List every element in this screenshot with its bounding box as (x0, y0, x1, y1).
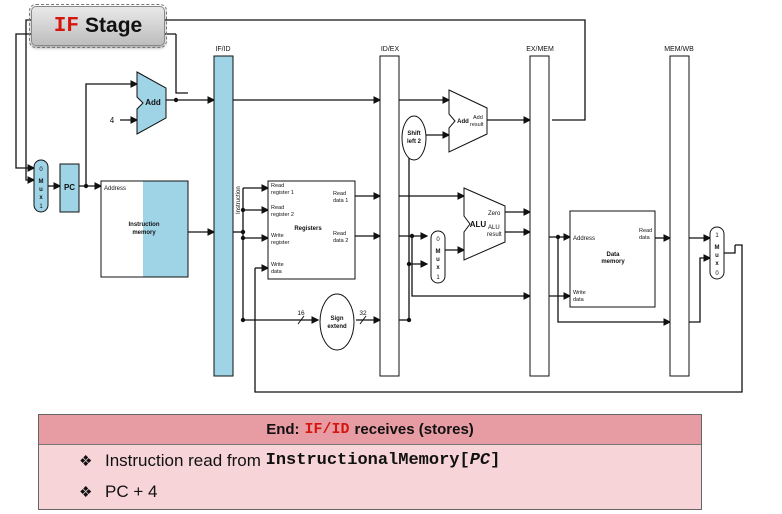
stage-word: Stage (85, 14, 143, 37)
alu-zero-label: Zero (488, 211, 501, 217)
data-memory-write-data-2: data (573, 297, 585, 303)
alu-mux-zero: 0 (436, 237, 440, 243)
bullet-pc-plus-4-text: PC + 4 (105, 481, 158, 501)
shift-left-2-unit (401, 115, 427, 161)
alu-result-label-1: ALU (488, 225, 500, 231)
alu (463, 187, 506, 261)
branch-adder (448, 89, 488, 153)
pc-mux (33, 159, 49, 213)
branch-adder-output-1: Add (473, 115, 483, 121)
instruction-memory-highlight (143, 181, 188, 277)
write-data-line2: data (271, 269, 283, 275)
bullet-instruction-var: PC (469, 451, 491, 470)
alu-label: ALU (470, 220, 487, 229)
pc-register (59, 163, 80, 213)
info-box: End: IF/ID receives (stores) ❖ Instructi… (38, 414, 702, 510)
alu-mux-letter-m: M (436, 249, 441, 255)
read-data-2-line1: Read (333, 231, 346, 237)
read-register-1-line2: register 1 (271, 190, 294, 196)
ex-mem-label: EX/MEM (526, 46, 554, 53)
alu-result-label-2: result (487, 232, 502, 238)
data-memory-label-1: Data (606, 252, 620, 258)
alu-mux-one: 1 (436, 275, 440, 281)
data-memory-read-data-1: Read (639, 228, 652, 234)
shift-left-2-label-1: Shift (407, 131, 420, 137)
data-memory-label-2: memory (601, 259, 625, 265)
read-data-2-line2: data 2 (333, 238, 348, 244)
sign-extend-unit (319, 293, 355, 351)
sign-extend-label-1: Sign (331, 316, 344, 322)
pc-adder (136, 71, 167, 135)
alu-mux-letter-u: u (436, 257, 440, 263)
mem-wb-label: MEM/WB (664, 46, 694, 53)
stage-code: IF (53, 14, 80, 38)
pipeline-datapath-diagram: IF/ID ID/EX EX/MEM MEM/WB 0 M u x 1 PC A… (15, 19, 743, 393)
read-data-1-line1: Read (333, 191, 346, 197)
register-file (267, 180, 356, 280)
bullet-instruction-close: ] (490, 451, 501, 470)
if-id-label: IF/ID (215, 46, 230, 53)
bits-16-label: 16 (297, 310, 305, 317)
stage-badge: IF Stage (29, 4, 167, 48)
write-register-line1: Write (271, 233, 284, 239)
wb-mux-zero-bottom: 0 (715, 271, 719, 277)
alu-mux (430, 230, 446, 284)
shift-left-2-label-2: left 2 (407, 139, 422, 145)
pc-mux-letter-m: M (39, 179, 44, 185)
constant-four: 4 (110, 116, 115, 125)
bits-32-label: 32 (359, 310, 367, 317)
instruction-memory-address: Address (104, 186, 126, 192)
read-register-2-line1: Read (271, 205, 284, 211)
pc-mux-zero: 0 (39, 167, 43, 173)
diamond-bullet-icon: ❖ (79, 452, 93, 470)
ex-mem-register (529, 55, 550, 377)
id-ex-register (379, 55, 400, 377)
info-header-code: IF/ID (304, 421, 350, 438)
bullet-instruction-code: InstructionalMemory[ (265, 451, 470, 470)
instruction-memory-label-2: memory (132, 230, 156, 236)
instruction-memory-label-1: Instruction (129, 222, 160, 228)
info-bullet-pc-plus-4: ❖ PC + 4 (39, 476, 701, 507)
write-register-line2: register (271, 240, 290, 246)
data-memory-address: Address (573, 236, 595, 242)
read-data-1-line2: data 1 (333, 198, 348, 204)
read-register-2-line2: register 2 (271, 212, 294, 218)
info-header-suffix: receives (stores) (354, 421, 474, 438)
wb-mux-letter-m: M (715, 245, 720, 251)
pc-label: PC (64, 183, 75, 192)
registers-label: Registers (294, 226, 322, 232)
data-memory-read-data-2: data (639, 235, 651, 241)
info-bullet-instruction: ❖ Instruction read from InstructionalMem… (39, 445, 701, 476)
bullet-instruction-text: Instruction read from (105, 450, 261, 470)
branch-adder-output-2: result (470, 122, 484, 128)
sign-extend-label-2: extend (327, 324, 347, 330)
wb-mux-one-top: 1 (715, 233, 719, 239)
id-ex-label: ID/EX (381, 46, 400, 53)
if-id-register (213, 55, 234, 377)
diamond-bullet-icon: ❖ (79, 483, 93, 501)
instruction-bus-label: Instruction (236, 186, 242, 214)
wb-mux-letter-u: u (715, 253, 719, 259)
pc-mux-letter-u: u (39, 187, 43, 193)
pc-adder-label: Add (145, 98, 161, 107)
read-register-1-line1: Read (271, 183, 284, 189)
branch-adder-label: Add (457, 119, 469, 125)
info-header: End: IF/ID receives (stores) (39, 415, 701, 445)
wb-mux-letter-x: x (715, 261, 719, 267)
datapath-wires (15, 19, 743, 393)
data-memory-write-data-1: Write (573, 290, 586, 296)
info-header-prefix: End: (266, 421, 300, 438)
mem-wb-register (669, 55, 690, 377)
alu-mux-letter-x: x (436, 265, 440, 271)
write-data-line1: Write (271, 262, 284, 268)
data-memory (569, 210, 656, 308)
pc-mux-one: 1 (39, 204, 43, 210)
pc-mux-letter-x: x (39, 195, 43, 201)
junction-dots (83, 97, 561, 323)
